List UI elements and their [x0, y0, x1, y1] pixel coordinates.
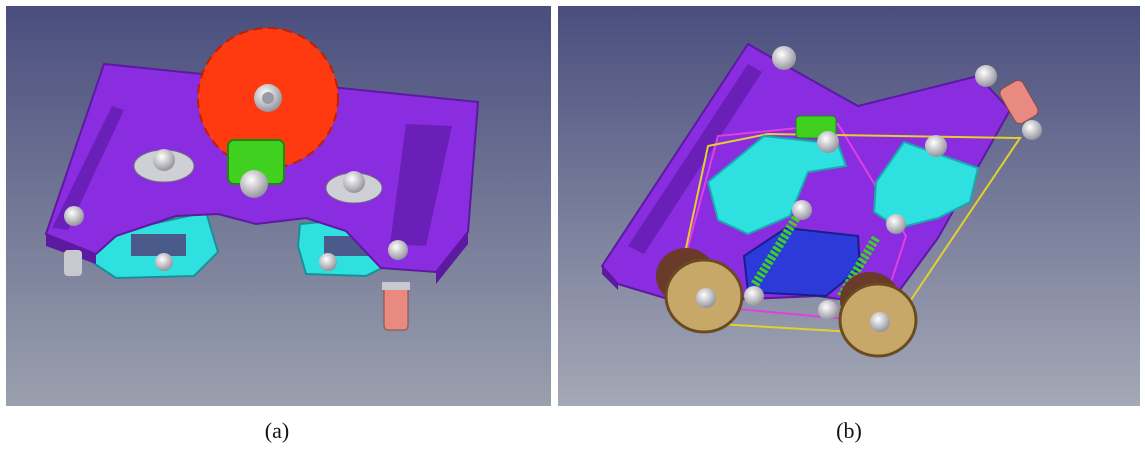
spring-right — [836, 235, 880, 301]
pulley-right — [838, 272, 918, 358]
bolt — [817, 131, 839, 153]
cad-render-b-svg — [558, 6, 1140, 406]
small-gear — [227, 139, 285, 198]
caption-b: (b) — [836, 418, 862, 443]
bolt-shaft — [64, 250, 82, 276]
bolt — [388, 240, 408, 260]
bolt — [744, 286, 764, 306]
bolt — [975, 65, 997, 87]
pulley-left — [656, 248, 744, 334]
bearing-left — [133, 149, 195, 183]
bolt — [925, 135, 947, 157]
bracket-left — [706, 134, 848, 236]
bracket-right — [872, 140, 980, 230]
bolt — [155, 253, 173, 271]
caption-a: (a) — [264, 418, 290, 443]
spacer — [999, 79, 1042, 140]
bolt — [64, 206, 84, 226]
bearing-right — [325, 171, 383, 204]
large-gear — [197, 27, 339, 169]
bolt — [319, 253, 337, 271]
bolt — [886, 214, 906, 234]
spring-left — [750, 215, 800, 289]
cad-render-panel-b — [558, 6, 1140, 406]
bolt — [772, 46, 796, 70]
cad-render-a-svg — [6, 6, 551, 406]
bolt — [818, 300, 838, 320]
spacer — [382, 282, 410, 331]
bolt — [792, 200, 812, 220]
cad-render-panel-a — [6, 6, 551, 406]
